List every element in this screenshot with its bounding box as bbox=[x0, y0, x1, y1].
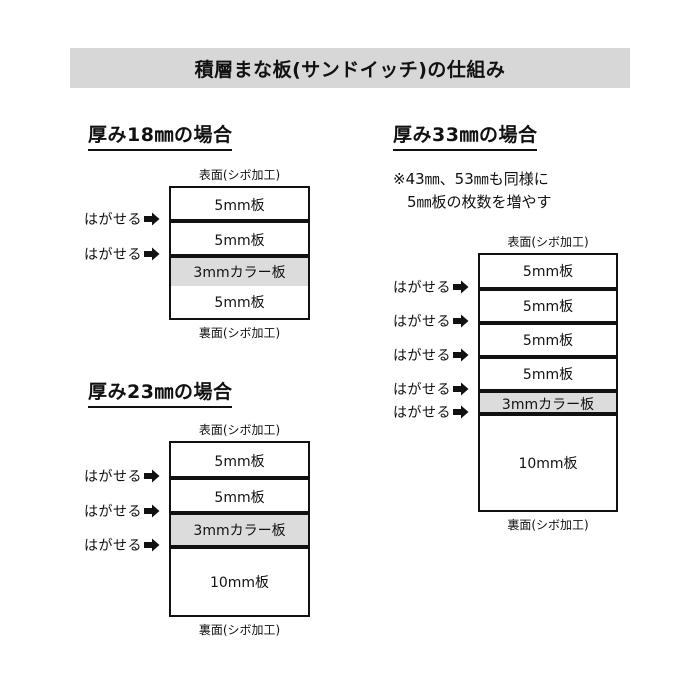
layer-1: 5mm板 bbox=[480, 255, 616, 287]
peel-separator-1 bbox=[169, 219, 310, 223]
peel-callout-33-3: はがせる bbox=[393, 345, 469, 365]
peel-label: はがせる bbox=[393, 348, 451, 364]
peel-callout-33-5: はがせる bbox=[393, 402, 469, 422]
layer-1: 5mm板 bbox=[171, 188, 308, 221]
layer-2: 5mm板 bbox=[171, 223, 308, 256]
top-face-label: 表面(シボ加工) bbox=[507, 235, 589, 249]
layer-2: 5mm板 bbox=[171, 480, 308, 513]
peel-separator-1 bbox=[478, 287, 618, 291]
stack-diagram-33mm: 表面(シボ加工) 5mm板 5mm板 5mm板 5mm板 3mmカラー板 10m… bbox=[478, 235, 618, 532]
layer-4: 5mm板 bbox=[480, 359, 616, 389]
note-line-1: ※43㎜、53㎜も同様に bbox=[393, 170, 549, 188]
peel-callout-33-2: はがせる bbox=[393, 311, 469, 331]
section-heading-33mm: 厚み33㎜の場合 bbox=[393, 120, 538, 151]
peel-label: はがせる bbox=[84, 212, 142, 228]
layer-3-color: 3mmカラー板 bbox=[171, 258, 308, 286]
right-arrow-icon bbox=[453, 382, 469, 396]
bottom-face-label: 裏面(シボ加工) bbox=[198, 623, 281, 637]
right-arrow-icon bbox=[144, 247, 160, 261]
peel-label: はがせる bbox=[393, 405, 451, 421]
stack-box: 5mm板 5mm板 3mmカラー板 10mm板 bbox=[169, 441, 310, 617]
stack-diagram-18mm: 表面(シボ加工) 5mm板 5mm板 3mmカラー板 5mm板 裏面(シボ加工) bbox=[169, 168, 310, 340]
layer-2: 5mm板 bbox=[480, 291, 616, 321]
layer-3: 5mm板 bbox=[480, 325, 616, 355]
peel-separator-2 bbox=[169, 511, 310, 515]
section-heading-23mm: 厚み23㎜の場合 bbox=[88, 377, 233, 408]
page-title-bar: 積層まな板(サンドイッチ)の仕組み bbox=[70, 48, 630, 88]
top-face-label: 表面(シボ加工) bbox=[198, 423, 281, 437]
layer-6: 10mm板 bbox=[480, 416, 616, 510]
peel-label: はがせる bbox=[84, 469, 142, 485]
peel-label: はがせる bbox=[84, 538, 142, 554]
peel-callout-23-3: はがせる bbox=[84, 535, 160, 555]
peel-separator-3 bbox=[169, 545, 310, 549]
peel-label: はがせる bbox=[393, 314, 451, 330]
peel-separator-5 bbox=[478, 412, 618, 416]
peel-label: はがせる bbox=[393, 280, 451, 296]
stack-box: 5mm板 5mm板 5mm板 5mm板 3mmカラー板 10mm板 bbox=[478, 253, 618, 512]
layer-1: 5mm板 bbox=[171, 443, 308, 478]
right-arrow-icon bbox=[453, 405, 469, 419]
peel-callout-18-2: はがせる bbox=[84, 244, 160, 264]
right-arrow-icon bbox=[144, 504, 160, 518]
page-title: 積層まな板(サンドイッチ)の仕組み bbox=[194, 58, 506, 81]
peel-separator-4 bbox=[478, 389, 618, 393]
bottom-face-label: 裏面(シボ加工) bbox=[198, 326, 281, 340]
layer-5-color: 3mmカラー板 bbox=[480, 393, 616, 414]
peel-separator-1 bbox=[169, 476, 310, 480]
top-face-label: 表面(シボ加工) bbox=[198, 168, 281, 182]
peel-label: はがせる bbox=[393, 382, 451, 398]
peel-callout-23-2: はがせる bbox=[84, 501, 160, 521]
right-arrow-icon bbox=[453, 348, 469, 362]
stack-box: 5mm板 5mm板 3mmカラー板 5mm板 bbox=[169, 186, 310, 320]
peel-separator-2 bbox=[169, 254, 310, 258]
note-line-2: 5㎜板の枚数を増やす bbox=[407, 193, 552, 212]
section-note-33mm: ※43㎜、53㎜も同様に 5㎜板の枚数を増やす bbox=[393, 168, 552, 215]
right-arrow-icon bbox=[453, 280, 469, 294]
peel-callout-18-1: はがせる bbox=[84, 209, 160, 229]
peel-separator-3 bbox=[478, 355, 618, 359]
stack-diagram-23mm: 表面(シボ加工) 5mm板 5mm板 3mmカラー板 10mm板 裏面(シボ加工… bbox=[169, 423, 310, 637]
right-arrow-icon bbox=[144, 212, 160, 226]
peel-label: はがせる bbox=[84, 247, 142, 263]
peel-callout-33-4: はがせる bbox=[393, 379, 469, 399]
right-arrow-icon bbox=[453, 314, 469, 328]
right-arrow-icon bbox=[144, 469, 160, 483]
bottom-face-label: 裏面(シボ加工) bbox=[507, 518, 589, 532]
peel-callout-23-1: はがせる bbox=[84, 466, 160, 486]
peel-separator-2 bbox=[478, 321, 618, 325]
section-heading-18mm: 厚み18㎜の場合 bbox=[88, 120, 233, 151]
layer-4: 10mm板 bbox=[171, 549, 308, 615]
peel-callout-33-1: はがせる bbox=[393, 277, 469, 297]
layer-3-color: 3mmカラー板 bbox=[171, 515, 308, 545]
peel-label: はがせる bbox=[84, 504, 142, 520]
right-arrow-icon bbox=[144, 538, 160, 552]
layer-4: 5mm板 bbox=[171, 286, 308, 318]
